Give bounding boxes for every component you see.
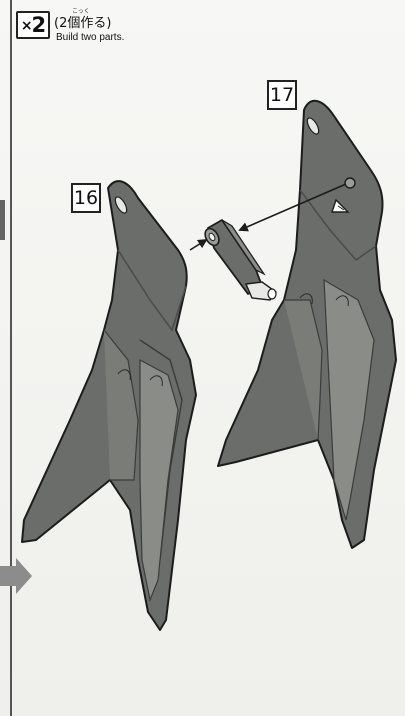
insert-arrow-left — [190, 240, 206, 250]
part-number-16: 16 — [71, 183, 101, 213]
part-number-17: 17 — [267, 80, 297, 110]
part-16-leg — [22, 181, 196, 630]
part-17-leg — [218, 101, 396, 548]
connector-peg-part — [202, 220, 276, 300]
next-step-arrow-icon — [0, 558, 32, 594]
